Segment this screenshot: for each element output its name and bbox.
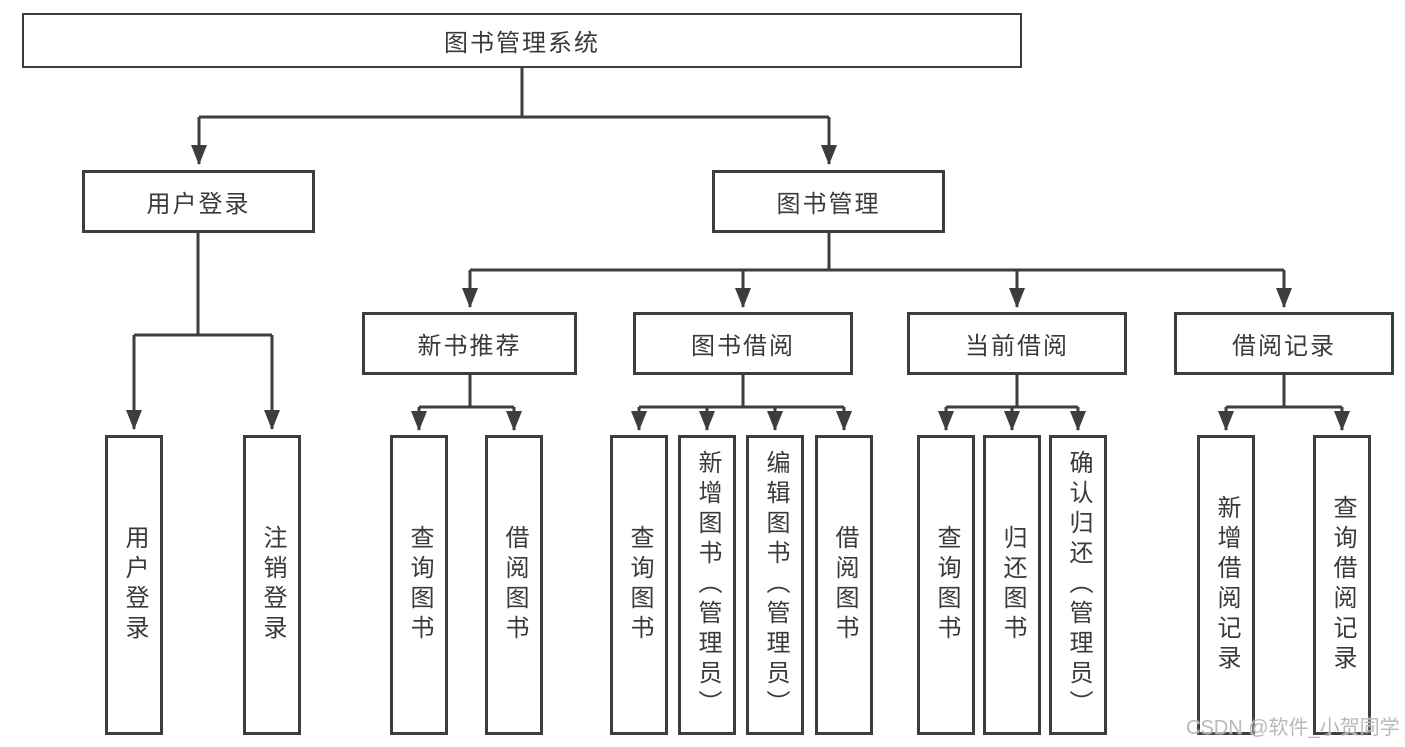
leaf-borrow-books-rec-label: 借阅图书: [501, 525, 528, 645]
node-new-book-rec: 新书推荐: [362, 312, 577, 375]
leaf-confirm-return-admin-label: 确认归还（管理员）: [1065, 450, 1092, 720]
leaf-logout-label: 注销登录: [259, 525, 286, 645]
leaf-query-borrow-record: 查询借阅记录: [1313, 435, 1371, 735]
leaf-edit-book-admin-label: 编辑图书（管理员）: [762, 450, 789, 720]
current-borrow-connectors: [938, 375, 1086, 431]
leaf-query-books-current: 查询图书: [917, 435, 975, 735]
new-book-rec-connectors: [411, 375, 522, 431]
user-branch-connectors: [126, 233, 280, 430]
leaf-add-borrow-record-label: 新增借阅记录: [1213, 495, 1240, 675]
leaf-user-login-label: 用户登录: [121, 525, 148, 645]
node-system: 图书管理系统: [22, 13, 1022, 68]
node-book-borrow: 图书借阅: [633, 312, 853, 375]
leaf-add-book-admin-label: 新增图书（管理员）: [694, 450, 721, 720]
node-new-book-rec-label: 新书推荐: [417, 333, 522, 360]
leaf-return-book: 归还图书: [983, 435, 1041, 735]
node-borrow-records: 借阅记录: [1174, 312, 1394, 375]
leaf-confirm-return-admin: 确认归还（管理员）: [1049, 435, 1107, 735]
node-user-login-branch: 用户登录: [82, 170, 315, 233]
borrow-records-connectors: [1218, 375, 1350, 431]
root-connectors: [191, 68, 837, 165]
leaf-logout: 注销登录: [243, 435, 301, 735]
node-book-borrow-label: 图书借阅: [691, 333, 795, 360]
node-book-mgmt-branch: 图书管理: [712, 170, 945, 233]
leaf-query-books-rec: 查询图书: [390, 435, 448, 735]
node-borrow-records-label: 借阅记录: [1232, 333, 1336, 360]
leaf-borrow-books: 借阅图书: [815, 435, 873, 735]
leaf-query-books-rec-label: 查询图书: [406, 525, 433, 645]
leaf-query-books-borrow-label: 查询图书: [626, 525, 653, 645]
mgmt-branch-connectors: [462, 233, 1292, 308]
node-current-borrow-label: 当前借阅: [965, 333, 1069, 360]
leaf-edit-book-admin: 编辑图书（管理员）: [746, 435, 804, 735]
leaf-add-borrow-record: 新增借阅记录: [1197, 435, 1255, 735]
leaf-borrow-books-label: 借阅图书: [831, 525, 858, 645]
leaf-borrow-books-rec: 借阅图书: [485, 435, 543, 735]
leaf-return-book-label: 归还图书: [999, 525, 1026, 645]
leaf-add-book-admin: 新增图书（管理员）: [678, 435, 736, 735]
node-book-mgmt-branch-label: 图书管理: [776, 191, 881, 218]
node-system-label: 图书管理系统: [444, 30, 600, 57]
leaf-query-borrow-record-label: 查询借阅记录: [1329, 495, 1356, 675]
leaf-user-login: 用户登录: [105, 435, 163, 735]
node-current-borrow: 当前借阅: [907, 312, 1127, 375]
book-borrow-connectors: [631, 375, 852, 431]
leaf-query-books-current-label: 查询图书: [933, 525, 960, 645]
csdn-watermark: CSDN @软件_小贺同学: [1186, 717, 1400, 739]
leaf-query-books-borrow: 查询图书: [610, 435, 668, 735]
node-user-login-branch-label: 用户登录: [146, 191, 251, 218]
